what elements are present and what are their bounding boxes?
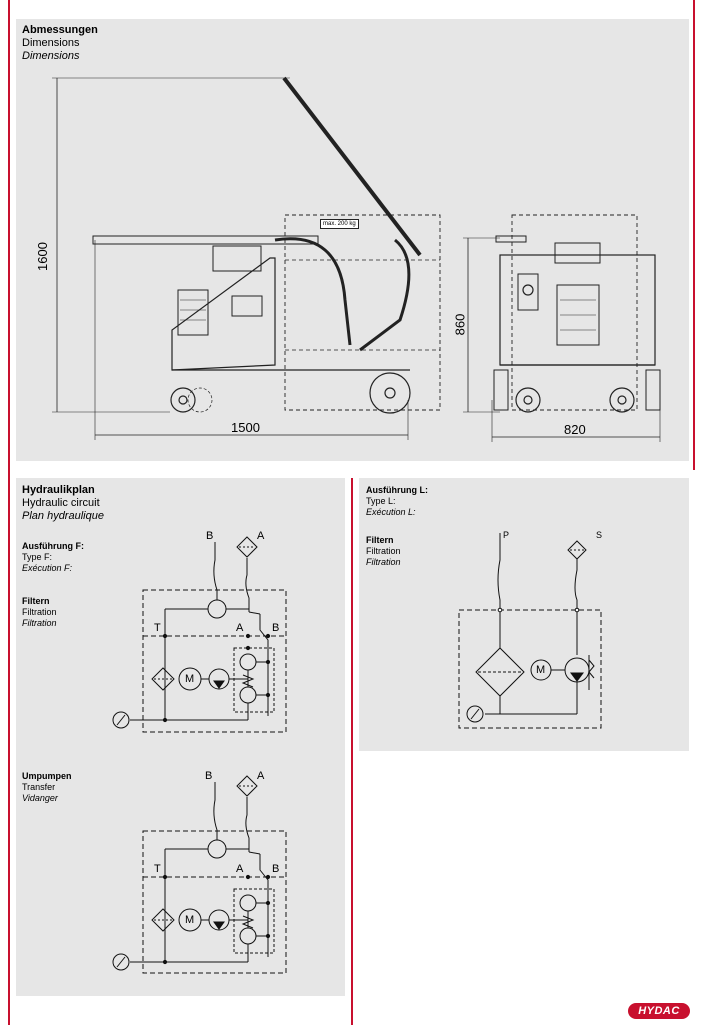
port-b-label-2b: B — [272, 863, 280, 875]
port-a-label-1b: A — [236, 622, 244, 634]
port-a-label-2b: A — [236, 863, 244, 875]
type-l-de: Ausführung L: — [366, 485, 428, 495]
filter-f-en: Filtration — [22, 607, 57, 617]
port-b-label-2: B — [205, 770, 213, 782]
middle-divider-line — [351, 478, 353, 1025]
filter-l-en: Filtration — [366, 546, 401, 556]
port-b-label-1b: B — [272, 622, 280, 634]
dimensions-title-fr: Dimensions — [22, 50, 80, 62]
filter-f-de: Filtern — [22, 596, 50, 606]
dimensions-drawing — [52, 76, 661, 442]
transfer-de: Umpumpen — [22, 771, 72, 781]
transfer-en: Transfer — [22, 782, 56, 792]
type-l-fr: Exécution L: — [366, 507, 416, 517]
dim-width-820: 820 — [564, 422, 586, 437]
dimensions-title-de: Abmessungen — [22, 24, 98, 36]
port-a-label-2: A — [257, 770, 265, 782]
filter-l-de: Filtern — [366, 535, 394, 545]
type-f-en: Type F: — [22, 552, 53, 562]
drum-label: max. 200 kg — [320, 219, 359, 229]
hydraulic-title-fr: Plan hydraulique — [22, 510, 104, 522]
left-border-line — [8, 0, 10, 1025]
dimensions-panel — [16, 19, 689, 461]
port-b-label-1: B — [206, 530, 214, 542]
right-border-line — [693, 0, 695, 470]
filter-f-fr: Filtration — [22, 618, 57, 628]
motor-label-2: M — [185, 914, 195, 926]
dimensions-title-en: Dimensions — [22, 37, 80, 49]
hydraulic-title-en: Hydraulic circuit — [22, 497, 100, 509]
type-f-de: Ausführung F: — [22, 541, 84, 551]
type-l-en: Type L: — [366, 496, 396, 506]
hydraulic-panel-left — [16, 478, 345, 996]
port-s-label: S — [596, 530, 603, 540]
type-f-fr: Exécution F: — [22, 563, 73, 573]
motor-label-l: M — [536, 664, 546, 676]
hydraulic-title-de: Hydraulikplan — [22, 484, 95, 496]
hydraulic-panel-right — [359, 478, 689, 751]
hydac-logo: HYDAC — [628, 1003, 690, 1019]
port-p-label: P — [503, 530, 510, 540]
port-t-label-2: T — [154, 863, 161, 875]
transfer-fr: Vidanger — [22, 793, 58, 803]
motor-label-1: M — [185, 673, 195, 685]
dim-length-1500: 1500 — [231, 420, 260, 435]
port-a-label-1: A — [257, 530, 265, 542]
filter-l-fr: Filtration — [366, 557, 401, 567]
port-t-label-1: T — [154, 622, 161, 634]
